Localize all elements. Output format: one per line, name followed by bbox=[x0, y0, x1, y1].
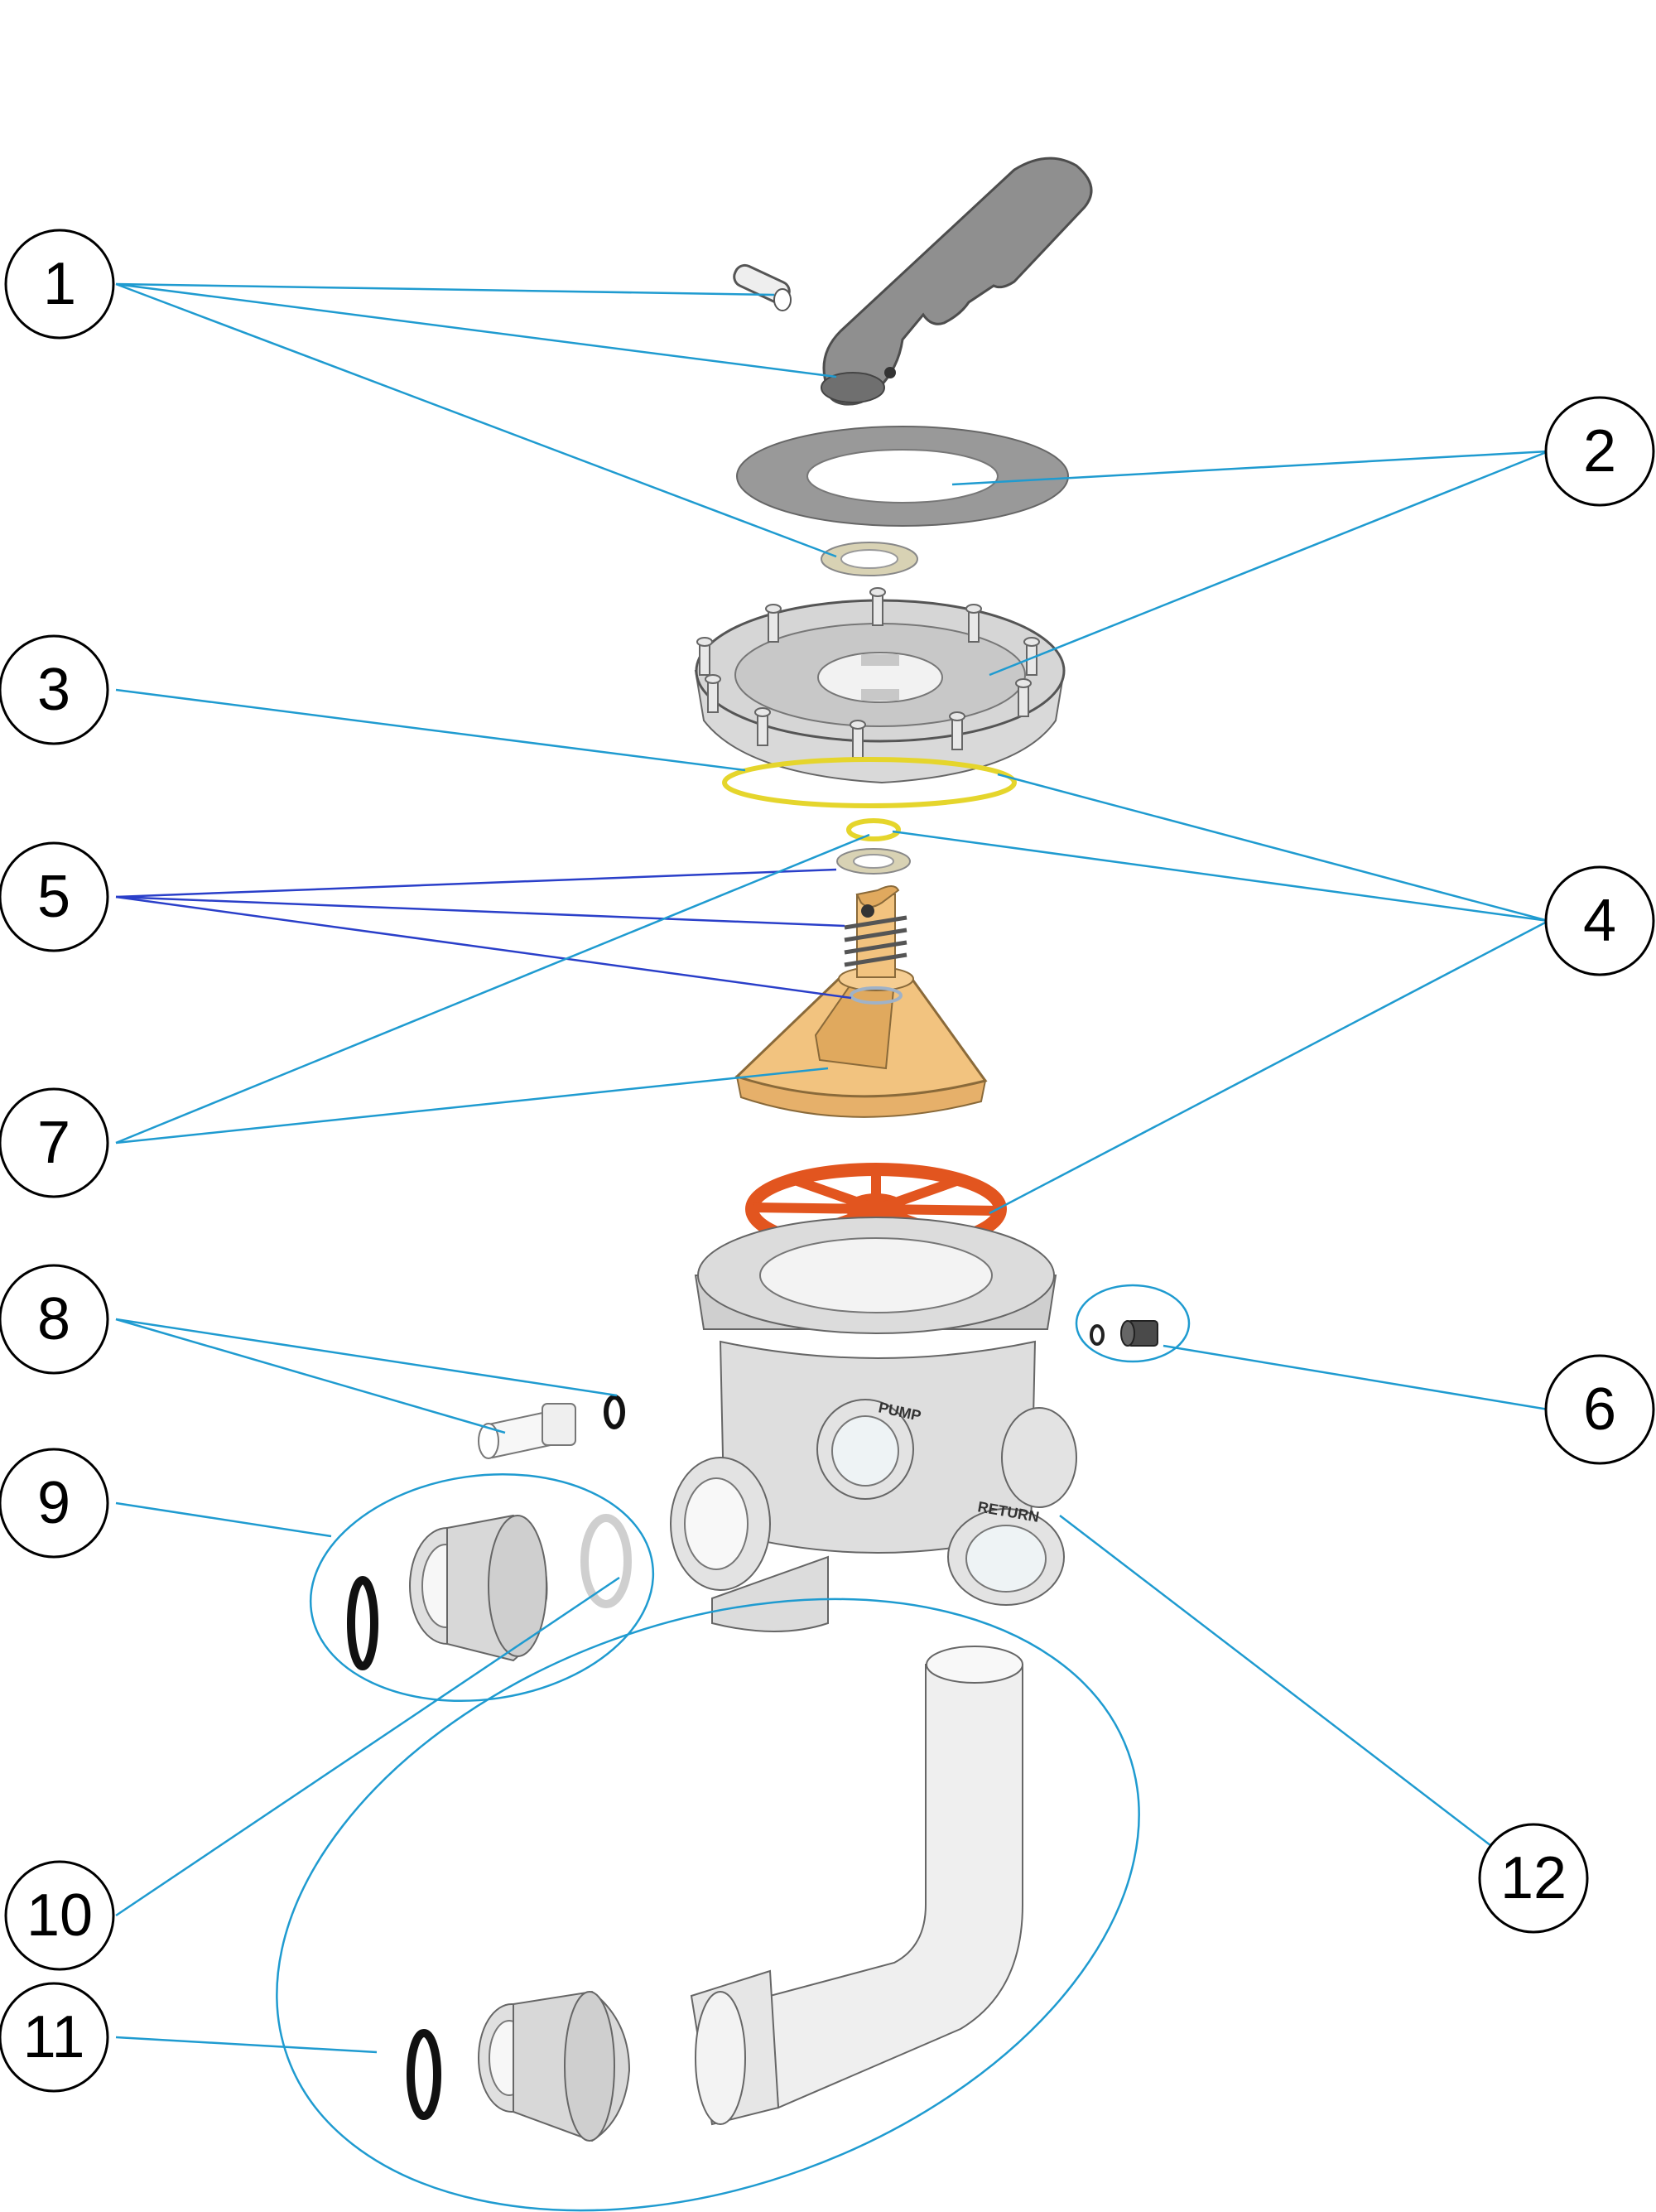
cover-gasket bbox=[736, 426, 1069, 527]
callout-number: 6 bbox=[1583, 1376, 1616, 1443]
callout-12: 12 bbox=[1478, 1823, 1589, 1934]
valve-body: PUMP RETURN bbox=[670, 1217, 1077, 1632]
shaft-washer bbox=[836, 848, 911, 875]
cover-oring bbox=[722, 757, 1017, 808]
callout-7: 7 bbox=[0, 1087, 109, 1198]
callout-11: 11 bbox=[0, 1982, 109, 2093]
group-ellipse-11 bbox=[276, 1598, 1140, 2212]
callout-number: 11 bbox=[23, 2004, 85, 2070]
leader-lines bbox=[115, 282, 1549, 2054]
callout-1: 1 bbox=[4, 229, 115, 340]
callout-number: 7 bbox=[37, 1110, 70, 1176]
handle-pin bbox=[733, 263, 792, 311]
port-plug-set bbox=[478, 1395, 625, 1459]
callout-3: 3 bbox=[0, 634, 109, 745]
callout-4: 4 bbox=[1544, 865, 1655, 976]
union-set-9 bbox=[347, 1514, 632, 1670]
callout-number: 4 bbox=[1583, 888, 1616, 954]
callout-5: 5 bbox=[0, 841, 109, 952]
handle-washer bbox=[821, 542, 918, 576]
callout-number: 3 bbox=[37, 657, 70, 723]
callout-number: 2 bbox=[1583, 418, 1616, 484]
callout-number: 10 bbox=[26, 1882, 93, 1949]
valve-cover bbox=[694, 587, 1066, 784]
valve-rotor bbox=[734, 885, 988, 1118]
callout-number: 8 bbox=[37, 1286, 70, 1352]
pipe-elbow-set-11 bbox=[407, 1646, 1023, 2142]
callout-2: 2 bbox=[1544, 396, 1655, 507]
callout-6: 6 bbox=[1544, 1354, 1655, 1465]
callout-number: 12 bbox=[1500, 1845, 1567, 1911]
group-ellipse-6 bbox=[1075, 1284, 1191, 1363]
callout-10: 10 bbox=[4, 1860, 115, 1971]
valve-handle bbox=[821, 157, 1093, 406]
shaft-oring bbox=[846, 818, 901, 841]
callout-number: 5 bbox=[37, 864, 70, 930]
group-ellipse-9 bbox=[309, 1472, 655, 1703]
callout-number: 1 bbox=[43, 251, 76, 317]
drain-plug-set bbox=[1090, 1320, 1158, 1347]
callout-9: 9 bbox=[0, 1448, 109, 1559]
callout-number: 9 bbox=[37, 1470, 70, 1536]
callout-8: 8 bbox=[0, 1264, 109, 1375]
